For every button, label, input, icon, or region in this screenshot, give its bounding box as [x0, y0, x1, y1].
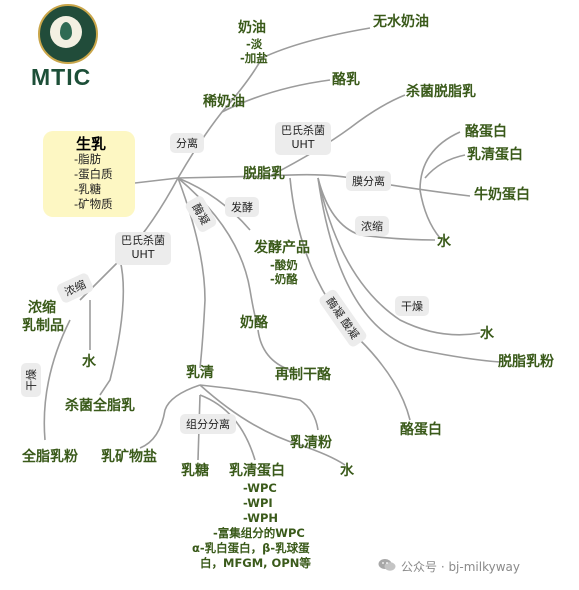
- line-whey-fract: [139, 384, 201, 449]
- node-buttermilk: 酪乳: [332, 72, 360, 88]
- wpc-item-3: -WPH: [243, 511, 278, 525]
- wpc-item-5: α-乳白蛋白，β-乳球蛋: [192, 541, 310, 555]
- line-cream-butter: [221, 27, 371, 113]
- node-pasteurized-skim: 杀菌脱脂乳: [406, 84, 476, 100]
- node-water-d: 水: [480, 326, 494, 342]
- label-concentrate-a: 浓缩: [355, 216, 389, 236]
- label-fermentation: 发酵: [225, 197, 259, 217]
- node-whey: 乳清: [186, 365, 214, 381]
- node-butter-sub1: -淡: [246, 37, 263, 51]
- line-whey-water: [199, 384, 346, 466]
- label-pasteur-b-line2: UHT: [131, 248, 155, 262]
- logo-text: MTIC: [31, 64, 92, 90]
- node-water-c: 水: [82, 354, 96, 370]
- line-cheese-processed: [257, 329, 291, 371]
- wechat-icon: [378, 559, 396, 571]
- wpc-item-2: -WPI: [243, 496, 273, 510]
- node-whey-protein-b: 乳清蛋白: [229, 463, 285, 479]
- line-to-skim: [177, 175, 271, 179]
- node-casein-a: 酪蛋白: [465, 124, 507, 140]
- node-milk-minerals: 乳矿物盐: [101, 449, 157, 465]
- label-separation: 分离: [170, 133, 204, 153]
- line-membrane-water: [419, 189, 441, 239]
- label-pasteur-a-line2: UHT: [291, 138, 315, 152]
- node-concentrated-1: 浓缩: [28, 300, 56, 316]
- line-left-powder: [43, 319, 71, 441]
- node-whole-powder: 全脂乳粉: [22, 449, 78, 465]
- node-butter: 奶油: [238, 20, 266, 36]
- wpc-item-4: -富集组分的WPC: [213, 526, 305, 540]
- node-fermented-sub1: -酸奶: [270, 258, 298, 272]
- watermark-text: 公众号 · bj-milkyway: [401, 560, 520, 574]
- node-fermented-sub2: -奶酪: [270, 272, 298, 286]
- line-drying-skim-powder: [317, 177, 481, 336]
- label-pasteur-a: 巴氏杀菌 UHT: [275, 122, 331, 155]
- wpc-item-6: 白，MFGM, OPN等: [200, 556, 311, 570]
- milk-drop-icon: [60, 22, 72, 40]
- line-left-wholemilk: [99, 259, 125, 396]
- node-lactose: 乳糖: [181, 463, 209, 479]
- node-skim-powder: 脱脂乳粉: [498, 354, 554, 370]
- node-concentrated-2: 乳制品: [22, 318, 64, 334]
- node-anhydrous-butter: 无水奶油: [373, 14, 429, 30]
- line-cream-buttermilk: [221, 79, 331, 113]
- root-node-box: [43, 131, 135, 217]
- root-title: 生乳: [76, 135, 107, 153]
- label-drying-a: 干燥: [395, 296, 429, 316]
- node-pasteurized-whole: 杀菌全脂乳: [65, 398, 135, 414]
- node-milk-protein: 牛奶蛋白: [474, 187, 530, 203]
- label-fractionation: 组分分离: [180, 414, 236, 434]
- root-item-lactose: -乳糖: [74, 182, 102, 196]
- root-item-fat: -脂肪: [74, 152, 102, 166]
- line-skim-pasteur: [269, 94, 406, 177]
- root-item-minerals: -矿物质: [74, 197, 113, 211]
- node-skim-milk: 脱脂乳: [243, 166, 285, 182]
- line-fermentation: [177, 177, 251, 231]
- wpc-item-1: -WPC: [243, 481, 277, 495]
- node-whey-protein-a: 乳清蛋白: [467, 147, 523, 163]
- node-processed-cheese: 再制干酪: [275, 367, 331, 383]
- label-pasteur-b-line1: 巴氏杀菌: [121, 234, 165, 247]
- line-root-fork: [134, 177, 179, 184]
- label-drying-b: 干燥: [21, 363, 41, 397]
- root-item-protein: -蛋白质: [74, 167, 113, 181]
- line-whey-powder: [199, 384, 319, 431]
- node-water-b: 水: [340, 463, 354, 479]
- node-fermented-products: 发酵产品: [254, 240, 310, 256]
- line-to-skim-powder-b: [317, 177, 501, 363]
- line-to-casein-whey: [419, 131, 466, 191]
- node-casein-b: 酪蛋白: [400, 422, 442, 438]
- node-water-a: 水: [437, 234, 451, 250]
- node-whey-powder: 乳清粉: [290, 435, 332, 451]
- node-cheese: 奶酪: [240, 315, 268, 331]
- node-cream: 稀奶油: [203, 94, 245, 110]
- label-pasteur-b: 巴氏杀菌 UHT: [115, 232, 171, 265]
- label-pasteur-a-line1: 巴氏杀菌: [281, 124, 325, 137]
- node-butter-sub2: -加盐: [240, 51, 268, 65]
- label-membrane: 膜分离: [346, 171, 391, 191]
